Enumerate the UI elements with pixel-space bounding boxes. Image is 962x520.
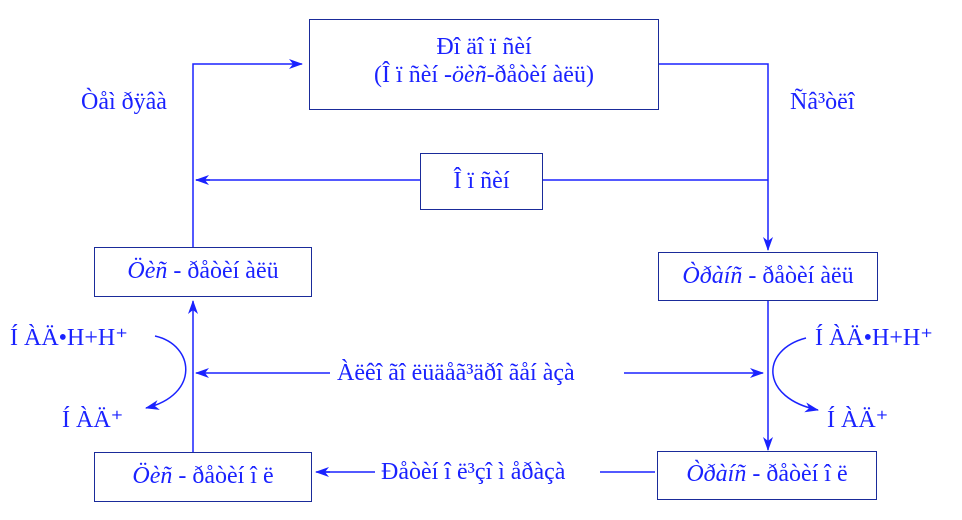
rhodopsin-box <box>309 19 659 110</box>
rhodopsin-subtitle-b: öèñ <box>452 62 487 88</box>
trans-retinal-label: Òðàíñ - ðåòèí àëü <box>658 264 878 288</box>
right-nad-label: Í ÀÄ⁺ <box>827 407 889 433</box>
trans-retinal-prefix: Òðàíñ <box>682 263 743 289</box>
trans-retinal-suffix: - ðåòèí àëü <box>742 263 854 289</box>
trans-retinol-box <box>657 451 877 500</box>
cis-retinal-label: Öèñ - ðåòèí àëü <box>94 259 312 283</box>
cis-retinol-box <box>94 452 312 502</box>
trans-retinal-box <box>658 252 878 301</box>
rhodopsin-subtitle: (Î ï ñèí -öèñ-ðåòèí àëü) <box>309 63 659 87</box>
arrow-left-cofactor <box>145 335 187 410</box>
cis-retinol-suffix: - ðåòèí î ë <box>172 463 274 489</box>
right-nadh-label: Í ÀÄ•H+H⁺ <box>815 325 933 351</box>
alcohol-dehydrogenase-label: Àëêî ãî ëüäåã³äðî ãåí àçà <box>337 360 575 386</box>
cis-retinal-box <box>94 247 312 297</box>
opsin-label: Î ï ñèí <box>453 168 510 194</box>
trans-retinol-label: Òðàíñ - ðåòèí î ë <box>657 462 877 486</box>
rhodopsin-subtitle-a: (Î ï ñèí - <box>374 62 453 88</box>
opsin-box <box>420 153 543 210</box>
left-nad-label: Í ÀÄ⁺ <box>62 407 124 433</box>
arrow-right-cofactor <box>772 337 819 413</box>
darkness-label: Òåì ðÿâà <box>81 89 167 115</box>
rhodopsin-title: Ðî äî ï ñèí <box>436 34 532 60</box>
cis-retinal-suffix: - ðåòèí àëü <box>167 258 279 284</box>
rhodopsin-subtitle-c: -ðåòèí àëü) <box>486 62 594 88</box>
left-nadh-label: Í ÀÄ•H+H⁺ <box>10 325 128 351</box>
light-label: Ñâ³òëî <box>790 89 855 115</box>
trans-retinol-suffix: - ðåòèí î ë <box>746 461 848 487</box>
arrow-cis-retinal-to-top <box>192 59 303 248</box>
cis-retinal-prefix: Öèñ <box>127 258 168 284</box>
cis-retinol-prefix: Öèñ <box>132 463 173 489</box>
cis-retinol-label: Öèñ - ðåòèí î ë <box>94 464 312 488</box>
arrow-top-to-trans-retinal <box>658 63 773 251</box>
trans-retinol-prefix: Òðàíñ <box>686 461 747 487</box>
retinol-isomerase-label: Ðåòèí î ë³çî ì åðàçà <box>381 459 566 485</box>
